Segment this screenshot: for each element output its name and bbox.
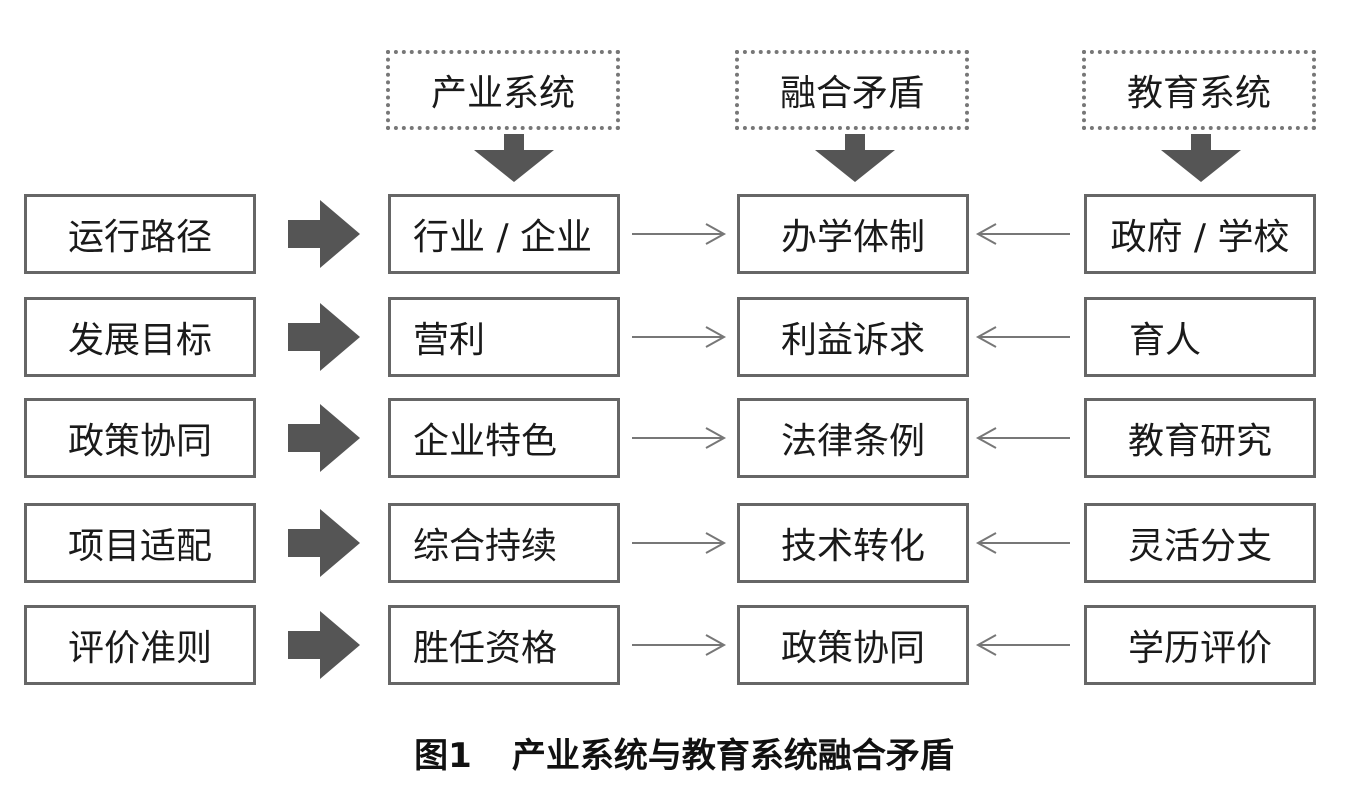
education-box-5: 学历评价 (1084, 605, 1316, 685)
education-box-3: 教育研究 (1084, 398, 1316, 478)
figure-title: 产业系统与教育系统融合矛盾 (511, 735, 954, 776)
header-education-label: 教育系统 (1126, 73, 1271, 114)
fat-right-arrow-icon (288, 404, 360, 472)
education-box-2: 育人 (1084, 297, 1316, 377)
contradiction-box-2: 利益诉求 (737, 297, 969, 377)
education-box-4: 灵活分支 (1084, 503, 1316, 583)
contradiction-label: 法律条例 (780, 421, 925, 462)
down-arrow-icon (1161, 134, 1241, 182)
industry-box-3: 企业特色 (388, 398, 620, 478)
contradiction-box-1: 办学体制 (737, 194, 969, 274)
contradiction-box-5: 政策协同 (737, 605, 969, 685)
thin-right-arrow-icon (632, 326, 727, 348)
dimension-box-3: 政策协同 (24, 398, 256, 478)
thin-left-arrow-icon (975, 223, 1070, 245)
figure-caption: 图1 产业系统与教育系统融合矛盾 (0, 726, 1368, 778)
education-label: 学历评价 (1127, 628, 1272, 669)
contradiction-label: 政策协同 (780, 628, 925, 669)
industry-label: 行业 / 企业 (413, 217, 593, 258)
fat-right-arrow-icon (288, 509, 360, 577)
education-label: 政府 / 学校 (1110, 217, 1290, 258)
industry-box-4: 综合持续 (388, 503, 620, 583)
dimension-box-5: 评价准则 (24, 605, 256, 685)
contradiction-box-4: 技术转化 (737, 503, 969, 583)
industry-box-1: 行业 / 企业 (388, 194, 620, 274)
thin-right-arrow-icon (632, 223, 727, 245)
down-arrow-icon (815, 134, 895, 182)
dimension-label: 发展目标 (67, 320, 212, 361)
education-label: 育人 (1129, 320, 1202, 361)
industry-box-5: 胜任资格 (388, 605, 620, 685)
dimension-box-2: 发展目标 (24, 297, 256, 377)
header-industry-label: 产业系统 (430, 73, 575, 114)
education-label: 灵活分支 (1127, 526, 1272, 567)
dimension-label: 政策协同 (67, 421, 212, 462)
education-label: 教育研究 (1127, 421, 1272, 462)
header-industry-system: 产业系统 (386, 50, 620, 130)
dimension-box-4: 项目适配 (24, 503, 256, 583)
dimension-label: 评价准则 (67, 628, 212, 669)
contradiction-label: 利益诉求 (780, 320, 925, 361)
figure-number: 图1 (414, 735, 472, 776)
header-contradiction-label: 融合矛盾 (779, 73, 924, 114)
industry-box-2: 营利 (388, 297, 620, 377)
thin-left-arrow-icon (975, 326, 1070, 348)
header-education-system: 教育系统 (1082, 50, 1316, 130)
industry-label: 营利 (413, 320, 486, 361)
down-arrow-icon (474, 134, 554, 182)
dimension-label: 项目适配 (67, 526, 212, 567)
thin-right-arrow-icon (632, 634, 727, 656)
dimension-box-1: 运行路径 (24, 194, 256, 274)
industry-label: 综合持续 (413, 526, 558, 567)
thin-right-arrow-icon (632, 427, 727, 449)
thin-left-arrow-icon (975, 427, 1070, 449)
dimension-label: 运行路径 (67, 217, 212, 258)
contradiction-box-3: 法律条例 (737, 398, 969, 478)
header-fusion-contradiction: 融合矛盾 (735, 50, 969, 130)
fat-right-arrow-icon (288, 611, 360, 679)
education-box-1: 政府 / 学校 (1084, 194, 1316, 274)
fat-right-arrow-icon (288, 303, 360, 371)
thin-left-arrow-icon (975, 634, 1070, 656)
thin-right-arrow-icon (632, 532, 727, 554)
thin-left-arrow-icon (975, 532, 1070, 554)
industry-label: 企业特色 (413, 421, 558, 462)
contradiction-label: 技术转化 (780, 526, 925, 567)
fat-right-arrow-icon (288, 200, 360, 268)
contradiction-label: 办学体制 (780, 217, 925, 258)
industry-label: 胜任资格 (413, 628, 558, 669)
